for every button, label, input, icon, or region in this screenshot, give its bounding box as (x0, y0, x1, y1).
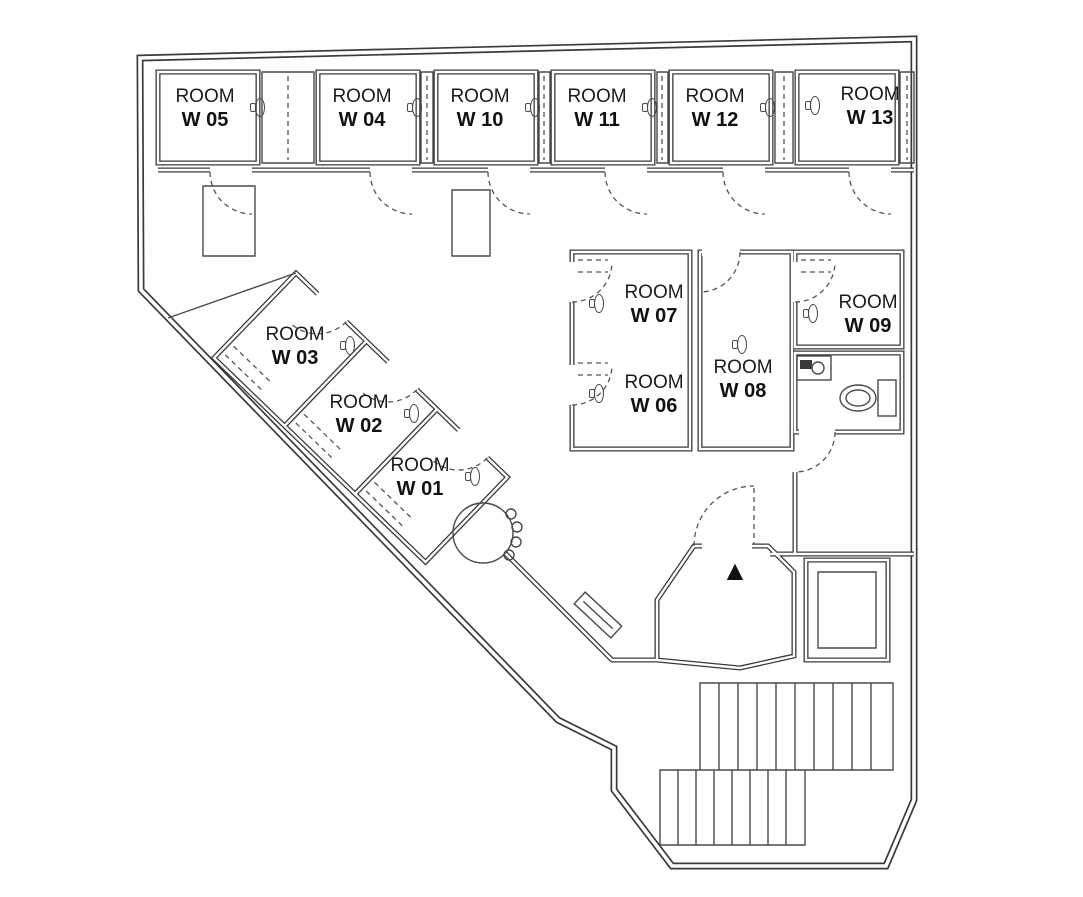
door-handle-icon (642, 98, 657, 117)
door-handle-icon (250, 98, 265, 117)
room-label-type: ROOM (175, 86, 235, 107)
room-label-type: ROOM (567, 86, 627, 107)
elevator-cab (817, 571, 877, 649)
room-label-type: ROOM (840, 84, 900, 105)
room-label-w10: ROOM W 10 (438, 86, 540, 132)
room-label-w04: ROOM W 04 (320, 86, 422, 132)
room-label-type: ROOM (329, 392, 389, 413)
room-label-number: W 06 (630, 395, 678, 417)
room-label-w06: ROOM W 06 (589, 372, 696, 418)
outer-walls (136, 35, 918, 870)
door-handle-icon (805, 96, 820, 115)
staircase (659, 682, 894, 846)
room-label-number: W 13 (846, 107, 894, 129)
room-label-w07: ROOM W 07 (589, 282, 696, 328)
door-handle-icon (340, 336, 355, 355)
washbasin-bowl (811, 361, 825, 375)
room-label-w12: ROOM W 12 (673, 86, 775, 132)
room-label-w01: ROOM W 01 (378, 455, 480, 501)
room-label-number: W 02 (335, 415, 383, 437)
room-label-number: W 01 (396, 478, 444, 500)
room-label-number: W 07 (630, 305, 678, 327)
washbasin-counter (796, 355, 832, 381)
door-handle-icon (760, 98, 775, 117)
room-label-number: W 05 (181, 109, 229, 131)
washbasin-tap (800, 360, 812, 369)
door-handle-icon (525, 98, 540, 117)
room-label-type: ROOM (265, 324, 325, 345)
closet-bands (261, 71, 915, 164)
room-label-type: ROOM (450, 86, 510, 107)
door-handle-icon (589, 294, 604, 313)
room-label-number: W 04 (338, 109, 386, 131)
room-label-type: ROOM (685, 86, 745, 107)
room-label-w11: ROOM W 11 (555, 86, 657, 132)
room-label-number: W 09 (844, 315, 892, 337)
room-label-w02: ROOM W 02 (317, 392, 419, 438)
room-label-type: ROOM (332, 86, 392, 107)
room-label-number: W 10 (456, 109, 504, 131)
door-handle-icon (407, 98, 422, 117)
room-label-number: W 11 (574, 109, 620, 131)
room-label-w13: ROOM W 13 (805, 84, 912, 130)
room-label-type: ROOM (624, 282, 684, 303)
room-label-type: ROOM (390, 455, 450, 476)
thin-details (167, 71, 915, 649)
round-feature (452, 502, 523, 564)
room-label-type: ROOM (713, 357, 773, 378)
toilet-fixture (796, 355, 897, 417)
room-label-number: W 03 (271, 347, 319, 369)
door-handle-icon (465, 467, 480, 486)
room-label-number: W 08 (719, 380, 767, 402)
room-label-number: W 12 (691, 109, 739, 131)
room-label-w05: ROOM W 05 (163, 86, 265, 132)
door-handle-icon (803, 304, 818, 323)
room-label-w08: ROOM W 08 (701, 335, 785, 403)
door-handle-icon (732, 335, 747, 354)
entrance-marker-triangle: ▲ (721, 555, 749, 586)
room-label-type: ROOM (838, 292, 898, 313)
corridor-threshold (573, 591, 623, 639)
corridor-shafts (167, 185, 491, 319)
room-label-type: ROOM (624, 372, 684, 393)
interior-walls (155, 69, 914, 671)
room-label-w09: ROOM W 09 (803, 292, 910, 338)
room-label-w03: ROOM W 03 (253, 324, 355, 370)
door-handle-icon (589, 384, 604, 403)
door-handle-icon (404, 404, 419, 423)
door-swings (209, 76, 908, 547)
